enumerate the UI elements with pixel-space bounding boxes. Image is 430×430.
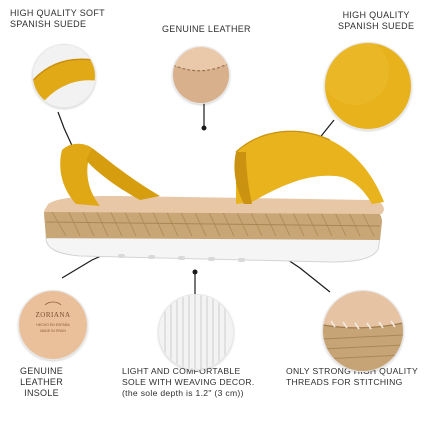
label-stitching-threads: ONLY STRONG HIGH QUALITY THREADS FOR STI…	[286, 366, 418, 387]
label-soft-suede: HIGH QUALITY SOFT SPANISH SUEDE	[10, 8, 105, 29]
sole-texture-closeup	[158, 294, 234, 370]
label-leather-insole: GENUINE LEATHER INSOLE	[20, 366, 64, 398]
insole-logo-closeup: ZORIANA HECHO EN ESPAÑA MADE IN SPAIN	[18, 290, 88, 360]
insole-brand-logo: ZORIANA	[35, 311, 71, 319]
logo-crown-icon	[44, 301, 62, 306]
heel-strap	[60, 143, 100, 206]
insole-made-in-spanish: HECHO EN ESPAÑA	[36, 323, 70, 327]
label-sole-description: LIGHT AND COMFORTABLE SOLE WITH WEAVING …	[122, 366, 255, 398]
callout-line-strap	[57, 111, 75, 151]
leather-lining-closeup	[172, 46, 230, 104]
suede-texture-closeup	[324, 42, 412, 130]
callout-dot-leather	[201, 125, 207, 131]
insole-made-in-english: MADE IN SPAIN	[40, 329, 66, 333]
suede-strap-closeup	[32, 44, 96, 108]
label-spanish-suede: HIGH QUALITY SPANISH SUEDE	[338, 10, 415, 31]
outsole	[45, 237, 381, 263]
callout-dot-sole	[192, 269, 198, 275]
stitching-closeup	[322, 290, 404, 372]
label-genuine-leather: GENUINE LEATHER	[162, 24, 251, 34]
vamp-upper	[236, 131, 384, 204]
insole-edge	[44, 196, 384, 214]
